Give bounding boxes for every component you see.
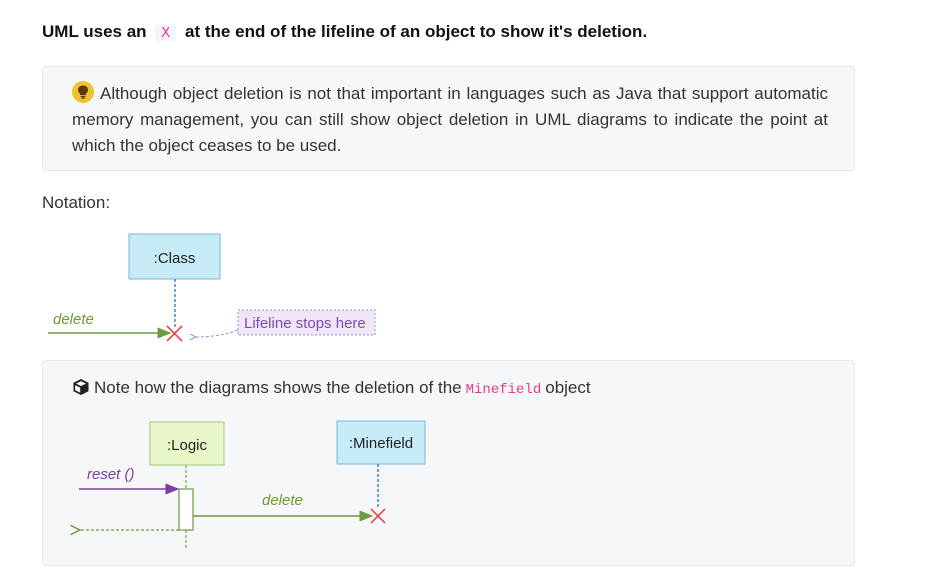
tip-text-block: Although object deletion is not that imp… bbox=[72, 81, 828, 159]
delete-message-label: delete bbox=[53, 311, 94, 328]
logic-object-box bbox=[149, 421, 225, 466]
minefield-object-box bbox=[336, 420, 426, 465]
delete-minefield-label: delete bbox=[262, 492, 303, 509]
reset-message-label: reset () bbox=[87, 466, 135, 483]
deletion-x-mark bbox=[166, 325, 183, 342]
box-icon bbox=[72, 378, 90, 401]
class-object-label: :Class bbox=[154, 250, 196, 267]
lifeline-stops-callout bbox=[237, 309, 376, 336]
lightbulb-icon bbox=[72, 81, 94, 103]
class-object-box bbox=[128, 233, 221, 280]
tip-text: Although object deletion is not that imp… bbox=[72, 84, 828, 155]
heading-text-after: at the end of the lifeline of an object … bbox=[185, 22, 648, 41]
example-text-after: object bbox=[545, 378, 591, 397]
logic-object-label: :Logic bbox=[167, 437, 208, 454]
minefield-diagram: :Logic :Minefield reset () delete bbox=[79, 420, 426, 549]
example-text-before: Note how the diagrams shows the deletion… bbox=[94, 378, 462, 397]
heading-text-before: UML uses an bbox=[42, 22, 147, 41]
minefield-code: Minefield bbox=[465, 382, 542, 398]
example-caption: Note how the diagrams shows the deletion… bbox=[72, 378, 591, 401]
minefield-object-label: :Minefield bbox=[349, 435, 413, 452]
tip-callout: Although object deletion is not that imp… bbox=[42, 66, 855, 171]
notation-diagram: :Class delete Lifeline stops here bbox=[48, 233, 376, 342]
lifeline-stops-text: Lifeline stops here bbox=[244, 315, 366, 332]
notation-label: Notation: bbox=[42, 193, 111, 212]
section-heading: UML uses an X at the end of the lifeline… bbox=[42, 22, 647, 42]
callout-pointer bbox=[196, 329, 239, 337]
minefield-deletion-x-mark bbox=[370, 508, 386, 524]
deletion-symbol-code: X bbox=[155, 25, 177, 42]
logic-activation-bar bbox=[178, 488, 194, 531]
